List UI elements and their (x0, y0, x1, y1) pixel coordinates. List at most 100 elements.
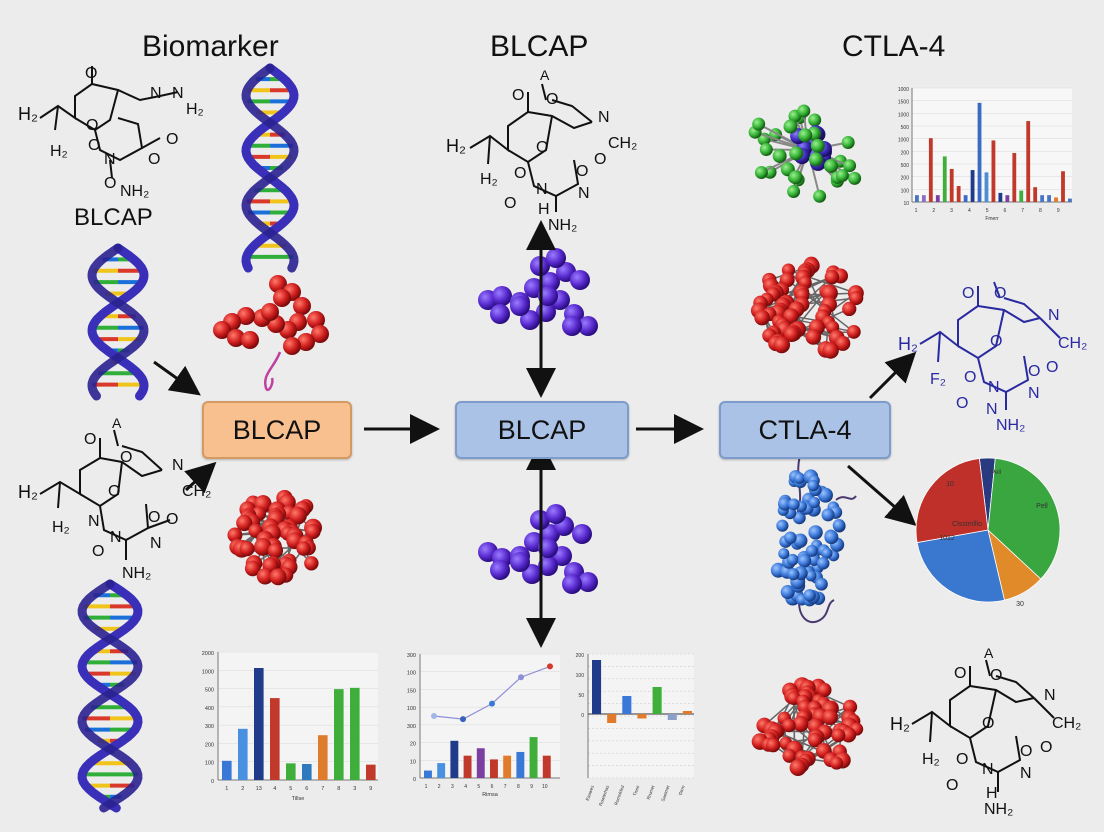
atom (829, 756, 844, 770)
chemical-structure-top-center: A O O H₂ H₂ N CH₂ O O O O N N O H NH₂ (446, 67, 637, 234)
tick-label: Rrumet (646, 784, 656, 800)
atom (244, 560, 261, 577)
bar (503, 755, 512, 778)
atom (822, 709, 838, 726)
atom (831, 728, 846, 743)
green-molecule-cluster-icon (748, 104, 862, 203)
atom (570, 270, 590, 290)
svg-text:O: O (954, 665, 966, 682)
bar (963, 195, 968, 202)
atom (236, 514, 253, 532)
bar (1068, 198, 1072, 202)
tick-label: 300 (205, 724, 214, 730)
atom (805, 329, 822, 345)
svg-text:N: N (598, 109, 610, 126)
svg-text:N: N (110, 529, 122, 546)
arrow-structure-to-blcap (184, 461, 217, 494)
bar (334, 689, 344, 780)
data-point (460, 716, 466, 723)
tick-label: 5 (477, 784, 480, 790)
atom (304, 556, 319, 571)
svg-text:N: N (986, 401, 998, 418)
pie-label: Pell (1036, 503, 1048, 510)
svg-text:O: O (994, 285, 1006, 302)
atom (773, 336, 791, 354)
tick-label: 0 (581, 713, 584, 719)
tick-label: 5 (986, 208, 989, 214)
atom (510, 296, 530, 316)
tick-label: 2000 (202, 651, 214, 657)
atom (782, 718, 796, 733)
bar (991, 140, 996, 202)
tick-label: 200 (901, 176, 910, 182)
svg-text:N: N (104, 151, 116, 168)
svg-text:O: O (120, 449, 132, 466)
tick-label: 300 (407, 724, 416, 730)
arrow-ctla4-to-pie (847, 464, 917, 526)
atom (810, 138, 825, 153)
arrow-ctla4-to-structure (868, 351, 917, 400)
svg-text:NH₂: NH₂ (122, 565, 151, 582)
atom (754, 309, 770, 326)
atom (776, 519, 789, 532)
data-point (489, 700, 495, 707)
purple-protein-chain-icon (478, 504, 598, 594)
atom (307, 311, 325, 329)
label-blcap-left: BLCAP (74, 204, 153, 231)
tick-label: 8 (517, 784, 520, 790)
svg-text:O: O (1040, 739, 1052, 756)
svg-text:NH₂: NH₂ (996, 417, 1025, 434)
heading-biomarker: Biomarker (142, 30, 279, 63)
tick-label: 200 (576, 653, 585, 659)
atom (269, 568, 287, 586)
svg-text:H₂: H₂ (18, 482, 38, 502)
svg-text:O: O (962, 285, 974, 302)
tick-label: 1500 (898, 100, 909, 106)
atom (816, 557, 830, 570)
svg-text:O: O (946, 777, 958, 794)
atom (842, 699, 858, 714)
atom (253, 538, 272, 556)
atom (213, 321, 231, 339)
atom (546, 504, 566, 524)
svg-text:O: O (148, 509, 160, 526)
tick-label: 10 (903, 201, 909, 207)
chain-link (835, 495, 857, 501)
chemical-structure-mid-left: A O O H₂ H₂ N CH₂ O N O O N N O NH₂ (18, 415, 211, 582)
atom (562, 574, 582, 594)
svg-text:F₂: F₂ (930, 371, 946, 388)
tick-label: 500 (205, 688, 214, 694)
node-blcap-center: BLCAP (455, 401, 629, 459)
tick-label: 7 (504, 784, 507, 790)
svg-text:O: O (514, 165, 526, 182)
bar (607, 714, 617, 723)
bar (984, 172, 989, 202)
atom (783, 326, 800, 343)
tick-label: 4 (464, 784, 467, 790)
atom (293, 297, 311, 315)
x-axis-label: Rimsa (482, 792, 499, 798)
tick-label: 0 (413, 777, 416, 783)
red-molecule-cluster-icon (227, 489, 323, 586)
x-axis-label: Fmerr (985, 216, 999, 222)
atom (797, 104, 811, 118)
chain-link (798, 595, 835, 623)
svg-text:N: N (982, 761, 994, 778)
atom (813, 189, 827, 203)
node-ctla4: CTLA-4 (719, 401, 891, 459)
arrow-dna-to-blcap (153, 360, 201, 396)
svg-text:O: O (990, 667, 1002, 684)
atom (759, 142, 773, 156)
bar (476, 748, 485, 778)
svg-text:N: N (1044, 687, 1056, 704)
svg-text:NH₂: NH₂ (984, 801, 1013, 818)
atom (817, 682, 832, 698)
pie-slice (916, 529, 1005, 603)
chemical-structure-bottom-right: A O O H₂ H₂ N CH₂ O O O O N N O H NH₂ (890, 645, 1081, 818)
pie-label: Clsstmlllo (952, 521, 982, 528)
tick-label: 200 (205, 742, 214, 748)
svg-text:N: N (1020, 765, 1032, 782)
pie-label: 1012 (939, 535, 955, 542)
tick-label: 8 (1039, 208, 1042, 214)
tick-label: 2 (241, 786, 244, 792)
